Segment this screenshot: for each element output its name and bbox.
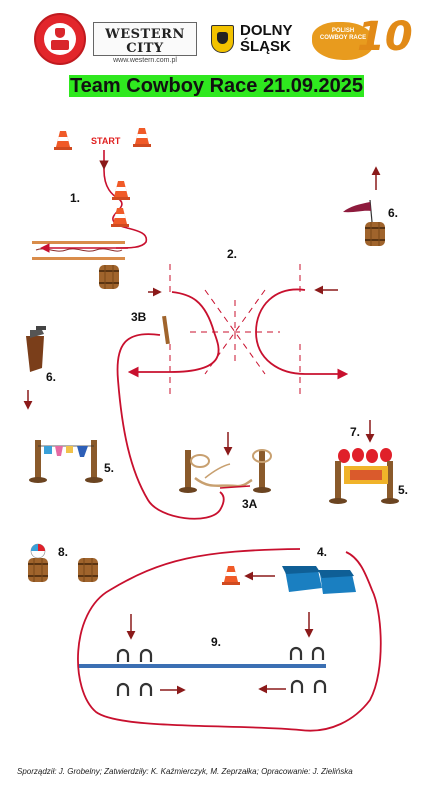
cowboy-silhouette-icon: [44, 23, 76, 55]
station-4-label: 4.: [317, 545, 327, 559]
start-cone-right: [133, 128, 151, 147]
polish-cowboy-race-number: 10: [357, 14, 413, 60]
station-7-label: 7.: [350, 425, 360, 439]
start-area: START: [54, 128, 151, 150]
beach-ball-icon: [30, 543, 46, 559]
route-left-loop: [169, 291, 220, 373]
horseshoe-icon: [116, 682, 130, 698]
title-band: Team Cowboy Race 21.09.2025: [69, 75, 364, 97]
horseshoe-icon: [313, 679, 327, 695]
page-title: Team Cowboy Race 21.09.2025: [69, 75, 364, 97]
station-1-label: 1.: [70, 191, 80, 205]
station-2-cloverleaf-markers: [169, 264, 301, 394]
station-8-barrel-1: [27, 557, 49, 583]
station-5-left-label: 5.: [104, 461, 114, 475]
dolny-slask-logo: DOLNY ŚLĄSK: [240, 23, 302, 55]
station-4-cone: [222, 566, 240, 585]
station-5-right-banner: [329, 461, 399, 504]
route-3a-start: [219, 485, 251, 489]
station-1-barrel: [98, 264, 120, 290]
eagle-shield-icon: [211, 25, 234, 53]
horseshoe-icon: [290, 679, 304, 695]
station-4-crates: [282, 566, 356, 594]
polish-cowboy-race-text: POLISH COWBOY RACE: [319, 28, 367, 41]
dolny-slask-line1: DOLNY: [240, 22, 293, 39]
station-2-label: 2.: [227, 247, 237, 261]
horseshoe-icon: [289, 646, 303, 662]
station-6-right-label: 6.: [388, 206, 398, 220]
flag-icon: [343, 199, 373, 223]
station-9-label: 9.: [211, 635, 221, 649]
polish-cowboy-race-logo: POLISH COWBOY RACE: [312, 22, 374, 60]
sponsor-logos: WESTERN CITY www.western.com.pl DOLNY ŚL…: [0, 0, 436, 70]
horseshoe-icon: [139, 682, 153, 698]
route-station-9-loop: [77, 548, 382, 732]
start-label: START: [91, 136, 121, 146]
western-city-title: WESTERN CITY: [105, 27, 185, 56]
western-city-logo: WESTERN CITY www.western.com.pl: [93, 22, 197, 64]
station-3b-label: 3B: [131, 310, 147, 324]
station-6-left-label: 6.: [46, 370, 56, 384]
station-8-barrel-2: [77, 557, 99, 583]
slalom-cone-1: [112, 181, 130, 200]
station-9-blue-tarp: [79, 664, 326, 668]
station-3a-posts: [179, 449, 272, 493]
credits-footer: Sporządził: J. Grobelny; Zatwierdziły: K…: [17, 767, 353, 776]
club-badge-logo: [34, 13, 86, 65]
western-city-url: www.western.com.pl: [113, 57, 177, 64]
station-5-right-label: 5.: [398, 483, 408, 497]
station-3b-gate: [162, 315, 170, 345]
station-5-left-clothesline: [29, 440, 103, 483]
station-6-right-barrel: [364, 221, 386, 247]
dolny-slask-line2: ŚLĄSK: [240, 38, 291, 55]
station-8-label: 8.: [58, 545, 68, 559]
horseshoe-icon: [116, 648, 130, 664]
route-right-loop: [255, 288, 306, 375]
station-1-rails: [32, 241, 128, 260]
holster-icon: [26, 326, 46, 372]
balloons-icon: [338, 448, 392, 463]
horseshoe-icon: [139, 648, 153, 664]
horseshoe-icon: [311, 646, 325, 662]
start-cone-left: [54, 131, 72, 150]
station-3a-label: 3A: [242, 497, 258, 511]
route-3a-to-3b: [116, 333, 225, 520]
